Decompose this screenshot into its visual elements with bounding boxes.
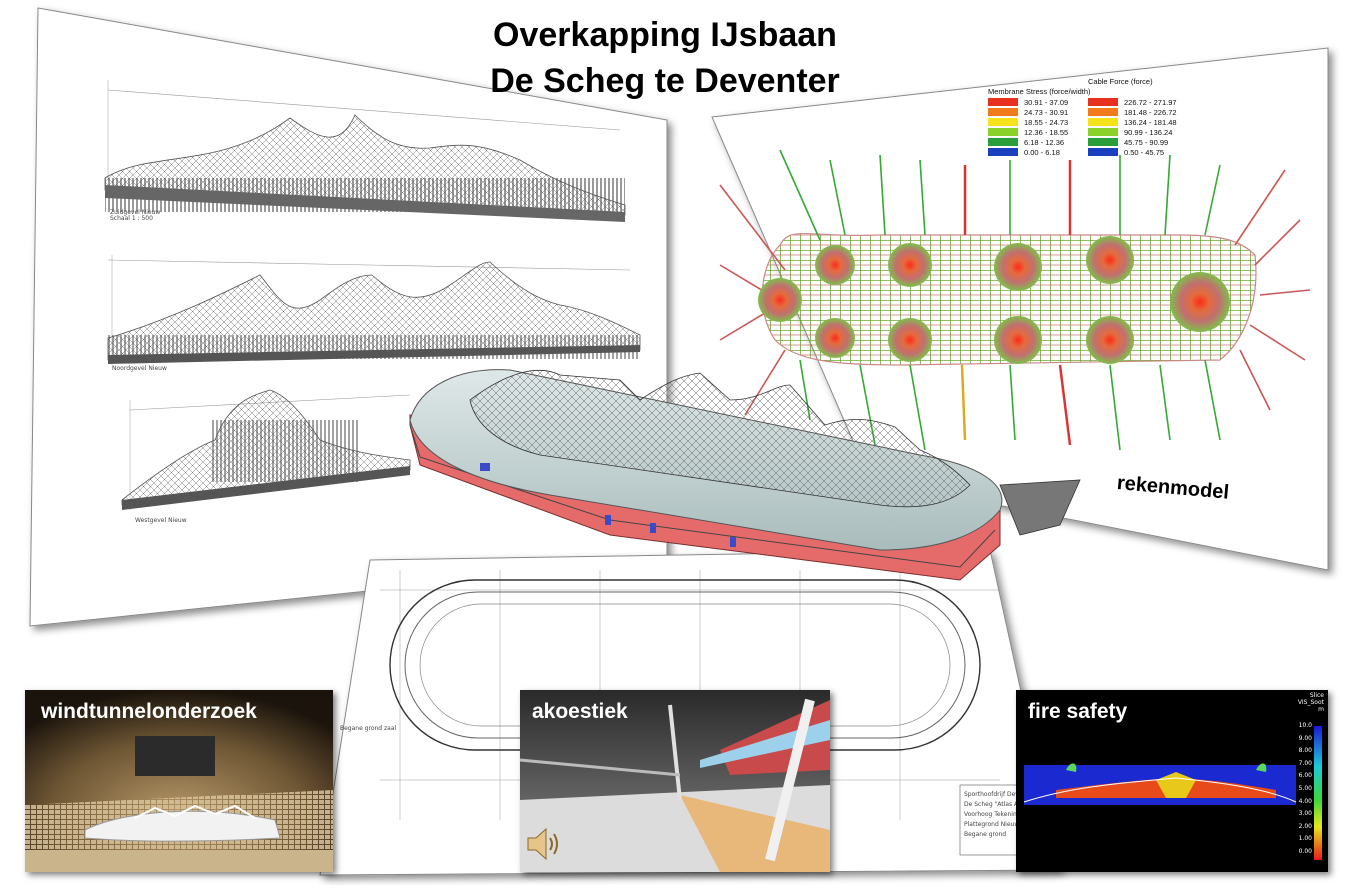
windtunnel-label: windtunnelonderzoek — [41, 700, 257, 723]
stadium-3d-render — [409, 369, 1081, 581]
scale-tick-label: 7.00 — [1298, 759, 1312, 767]
cable-legend-swatch — [1088, 138, 1118, 146]
scale-tick-label: 6.00 — [1298, 772, 1312, 780]
page-title: Overkapping IJsbaan De Scheg te Deventer — [400, 12, 930, 104]
akoestiek-label: akoestiek — [532, 700, 628, 723]
svg-text:De Scheg "Atlas Ar: De Scheg "Atlas Ar — [964, 801, 1021, 808]
cable-legend-swatch — [1088, 108, 1118, 116]
membrane-legend-range: 24.73 - 30.91 — [1024, 108, 1068, 117]
scale-tick-label: 8.00 — [1298, 747, 1312, 755]
scale-tick-label: 9.00 — [1298, 734, 1312, 742]
membrane-legend-range: 30.91 - 37.09 — [1024, 98, 1068, 107]
plan-floor-label: Begane grond zaal — [340, 725, 397, 732]
cable-legend-range: 181.48 - 226.72 — [1124, 108, 1177, 117]
scale-ticks: 10.0 9.00 8.00 7.00 6.00 5.00 4.00 3.00 2.00 1.00… — [1288, 722, 1312, 862]
mast-nodes — [758, 236, 1230, 364]
title-line-1: Overkapping IJsbaan — [493, 16, 837, 54]
scale-tick-label: 0.00 — [1298, 848, 1312, 855]
west-elevation-label: Westgevel Nieuw — [135, 517, 187, 524]
svg-text:Begane grond: Begane grond — [964, 831, 1006, 838]
fire-safety-label: fire safety — [1028, 700, 1128, 723]
south-elevation: Zuidgevel Nieuw Schaal 1 : 500 — [104, 80, 626, 222]
membrane-legend-range: 0.00 - 6.18 — [1024, 148, 1060, 157]
cable-lines — [719, 149, 1311, 451]
cable-legend-range: 226.72 - 271.97 — [1124, 98, 1177, 107]
fire-simulation — [1023, 726, 1322, 860]
cable-legend-range: 0.50 - 45.75 — [1124, 148, 1164, 157]
cable-legend-range: 90.99 - 136.24 — [1124, 128, 1172, 137]
title-line-2: De Scheg te Deventer — [490, 62, 840, 100]
scale-note: Schaal 1 : 500 — [110, 215, 153, 222]
cable-legend-swatch — [1088, 148, 1118, 156]
legend: Membrane Stress (force/width) Cable Forc… — [988, 77, 1177, 157]
membrane-legend-range: 12.36 - 18.55 — [1024, 128, 1068, 137]
cable-legend-range: 136.24 - 181.48 — [1124, 118, 1177, 127]
akoestiek-panel: akoestiek — [520, 690, 830, 872]
membrane-legend-range: 6.18 - 12.36 — [1024, 138, 1064, 147]
scale-title: Slice VIS_Soot m — [1297, 692, 1324, 713]
cable-legend-swatch — [1088, 128, 1118, 136]
cable-legend-range: 45.75 - 90.99 — [1124, 138, 1168, 147]
membrane-legend-title: Membrane Stress (force/width) — [988, 87, 1091, 96]
scale-tick-label: 10.0 — [1298, 722, 1312, 729]
scale-tick-label: 5.00 — [1298, 785, 1312, 792]
south-elevation-label: Zuidgevel Nieuw — [110, 209, 160, 216]
north-elevation-label: Noordgevel Nieuw — [112, 365, 167, 372]
membrane-legend-range: 18.55 - 24.73 — [1024, 118, 1068, 127]
membrane-legend-swatch — [988, 118, 1018, 126]
akoestiek-render — [520, 690, 830, 872]
windtunnel-photo — [25, 690, 333, 872]
scale-tick-label: 4.00 — [1298, 797, 1312, 805]
membrane-legend-swatch — [988, 128, 1018, 136]
fire-safety-panel: fire safety Slice VIS_Soot m 10.0 9.00 8.0… — [1016, 690, 1328, 872]
membrane-legend-swatch — [988, 98, 1018, 106]
west-elevation: Westgevel Nieuw — [121, 389, 411, 524]
speaker-icon — [527, 827, 558, 861]
cable-legend-swatch — [1088, 98, 1118, 106]
cable-legend-title: Cable Force (force) — [1088, 77, 1153, 86]
svg-text:Plattegrond Nieuw: Plattegrond Nieuw — [964, 821, 1019, 828]
svg-text:Sporthoofdrijf Deventer: Sporthoofdrijf Deventer — [964, 791, 1035, 798]
windtunnel-panel: windtunnelonderzoek — [25, 690, 333, 872]
membrane-legend-swatch — [988, 138, 1018, 146]
svg-text:Voorhoog Tekening: Voorhoog Tekening — [964, 811, 1021, 818]
scale-tick-label: 3.00 — [1298, 810, 1312, 818]
elevations-sheet: Zuidgevel Nieuw Schaal 1 : 500 Noordgeve… — [29, 7, 668, 627]
north-elevation: Noordgevel Nieuw — [107, 255, 641, 372]
membrane-legend-swatch — [988, 148, 1018, 156]
cable-legend-swatch — [1088, 118, 1118, 126]
scale-tick-label: 2.00 — [1298, 822, 1312, 830]
scale-tick-label: 1.00 — [1298, 835, 1312, 843]
membrane-legend-swatch — [988, 108, 1018, 116]
